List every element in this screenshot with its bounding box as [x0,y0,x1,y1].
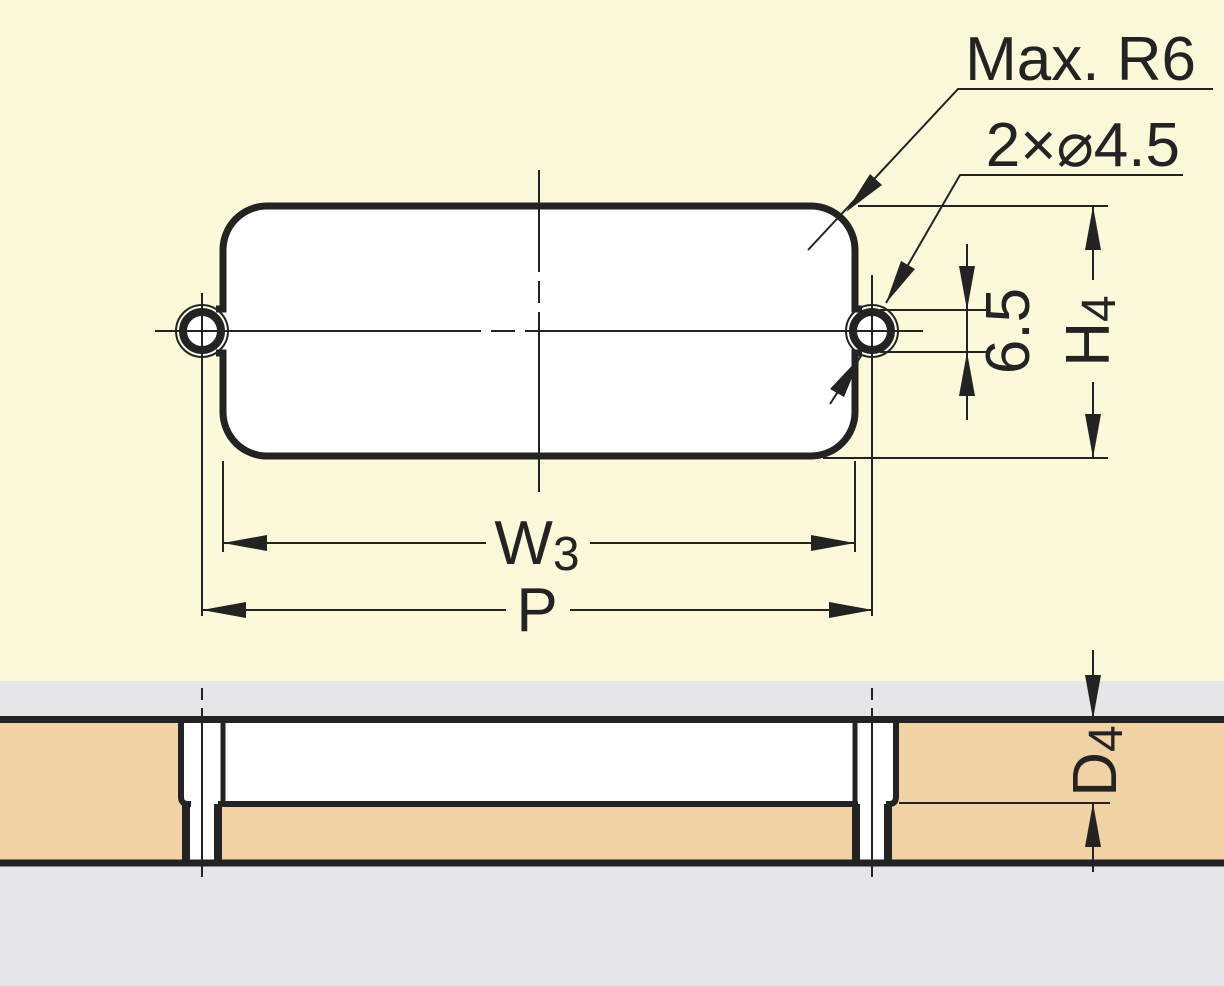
hole-spec-arrowhead [886,261,915,303]
d4-arrow-up [1085,803,1101,847]
offset-label: 6.5 [974,288,1043,374]
cutout-top-view: W3 P H4 6.5 Max. R6 [155,25,1213,645]
dimension-cutout-width: W3 [223,509,855,581]
d4-arrow-down [1085,675,1101,719]
right-hole-icon [849,308,895,354]
offset-arrow-down [959,266,975,310]
offset-arrow-up [959,352,975,396]
dimension-hole-pitch: P [202,576,873,645]
left-hole-notch-circle [175,304,229,358]
dimension-recess-depth: D4 [899,650,1133,872]
d4-label: D4 [1061,725,1133,796]
notch-arrowhead [830,356,861,397]
hole-spec-label: 2×⌀4.5 [986,111,1180,180]
section-view: D4 [0,650,1224,877]
callout-hole-spec: 2×⌀4.5 [885,111,1183,304]
callout-notch-radius [829,355,862,405]
p-label: P [516,576,557,645]
max-radius-arrowhead [846,174,882,212]
p-arrow-left [202,602,246,618]
hole-spec-leader-line [885,174,1183,304]
w3-label: W3 [494,509,579,581]
p-arrow-right [829,602,873,618]
cutout-outline [216,202,862,460]
dimension-cutout-height: H4 [1054,206,1126,458]
h4-arrow-up [1085,206,1101,250]
recess-cavity [181,716,896,804]
w3-arrow-right [811,535,855,551]
left-hole-icon [179,308,225,354]
callout-max-radius: Max. R6 [807,25,1213,251]
w3-arrow-left [223,535,267,551]
right-hole-notch-circle [845,304,899,358]
dimension-hole-offset: 6.5 [959,244,1043,420]
h4-arrow-down [1085,414,1101,458]
h4-label: H4 [1054,295,1126,366]
max-radius-label: Max. R6 [965,25,1196,94]
